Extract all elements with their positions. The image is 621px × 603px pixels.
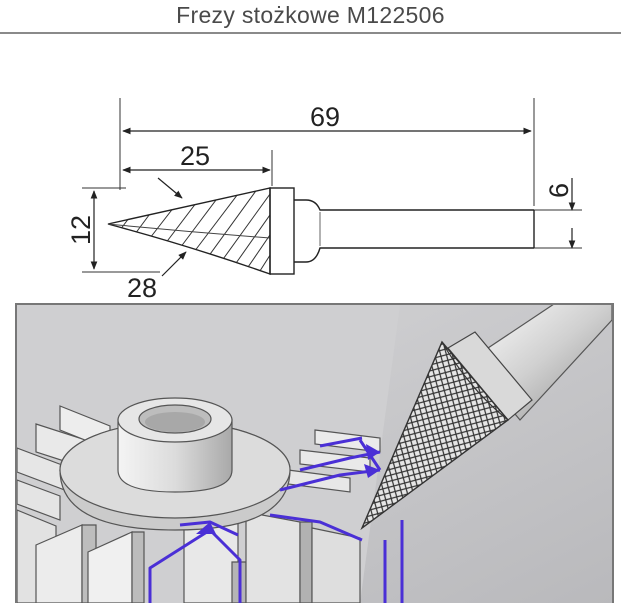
illustration-frame [15,303,614,603]
dimension-label-6: 6 [544,183,574,198]
dimension-label-25: 25 [180,141,210,171]
arrow-heads [196,444,380,534]
angle-leader-bottom [161,251,187,277]
burr-head [107,187,271,275]
central-boss [117,397,233,493]
angle-leader-top [157,177,183,199]
dimension-label-69: 69 [310,102,340,132]
fins [17,405,381,603]
technical-drawing: 69 25 12 6 28 [66,98,582,300]
machining-paths [148,436,404,603]
dimension-label-28: 28 [127,273,157,300]
base-ring [59,421,291,519]
burr-shank [269,187,535,275]
burr-tool [360,305,612,531]
page-title: Frezy stożkowe M122506 [176,2,445,28]
title-bar: Frezy stożkowe M122506 [0,0,621,34]
dimension-label-12: 12 [66,215,96,245]
